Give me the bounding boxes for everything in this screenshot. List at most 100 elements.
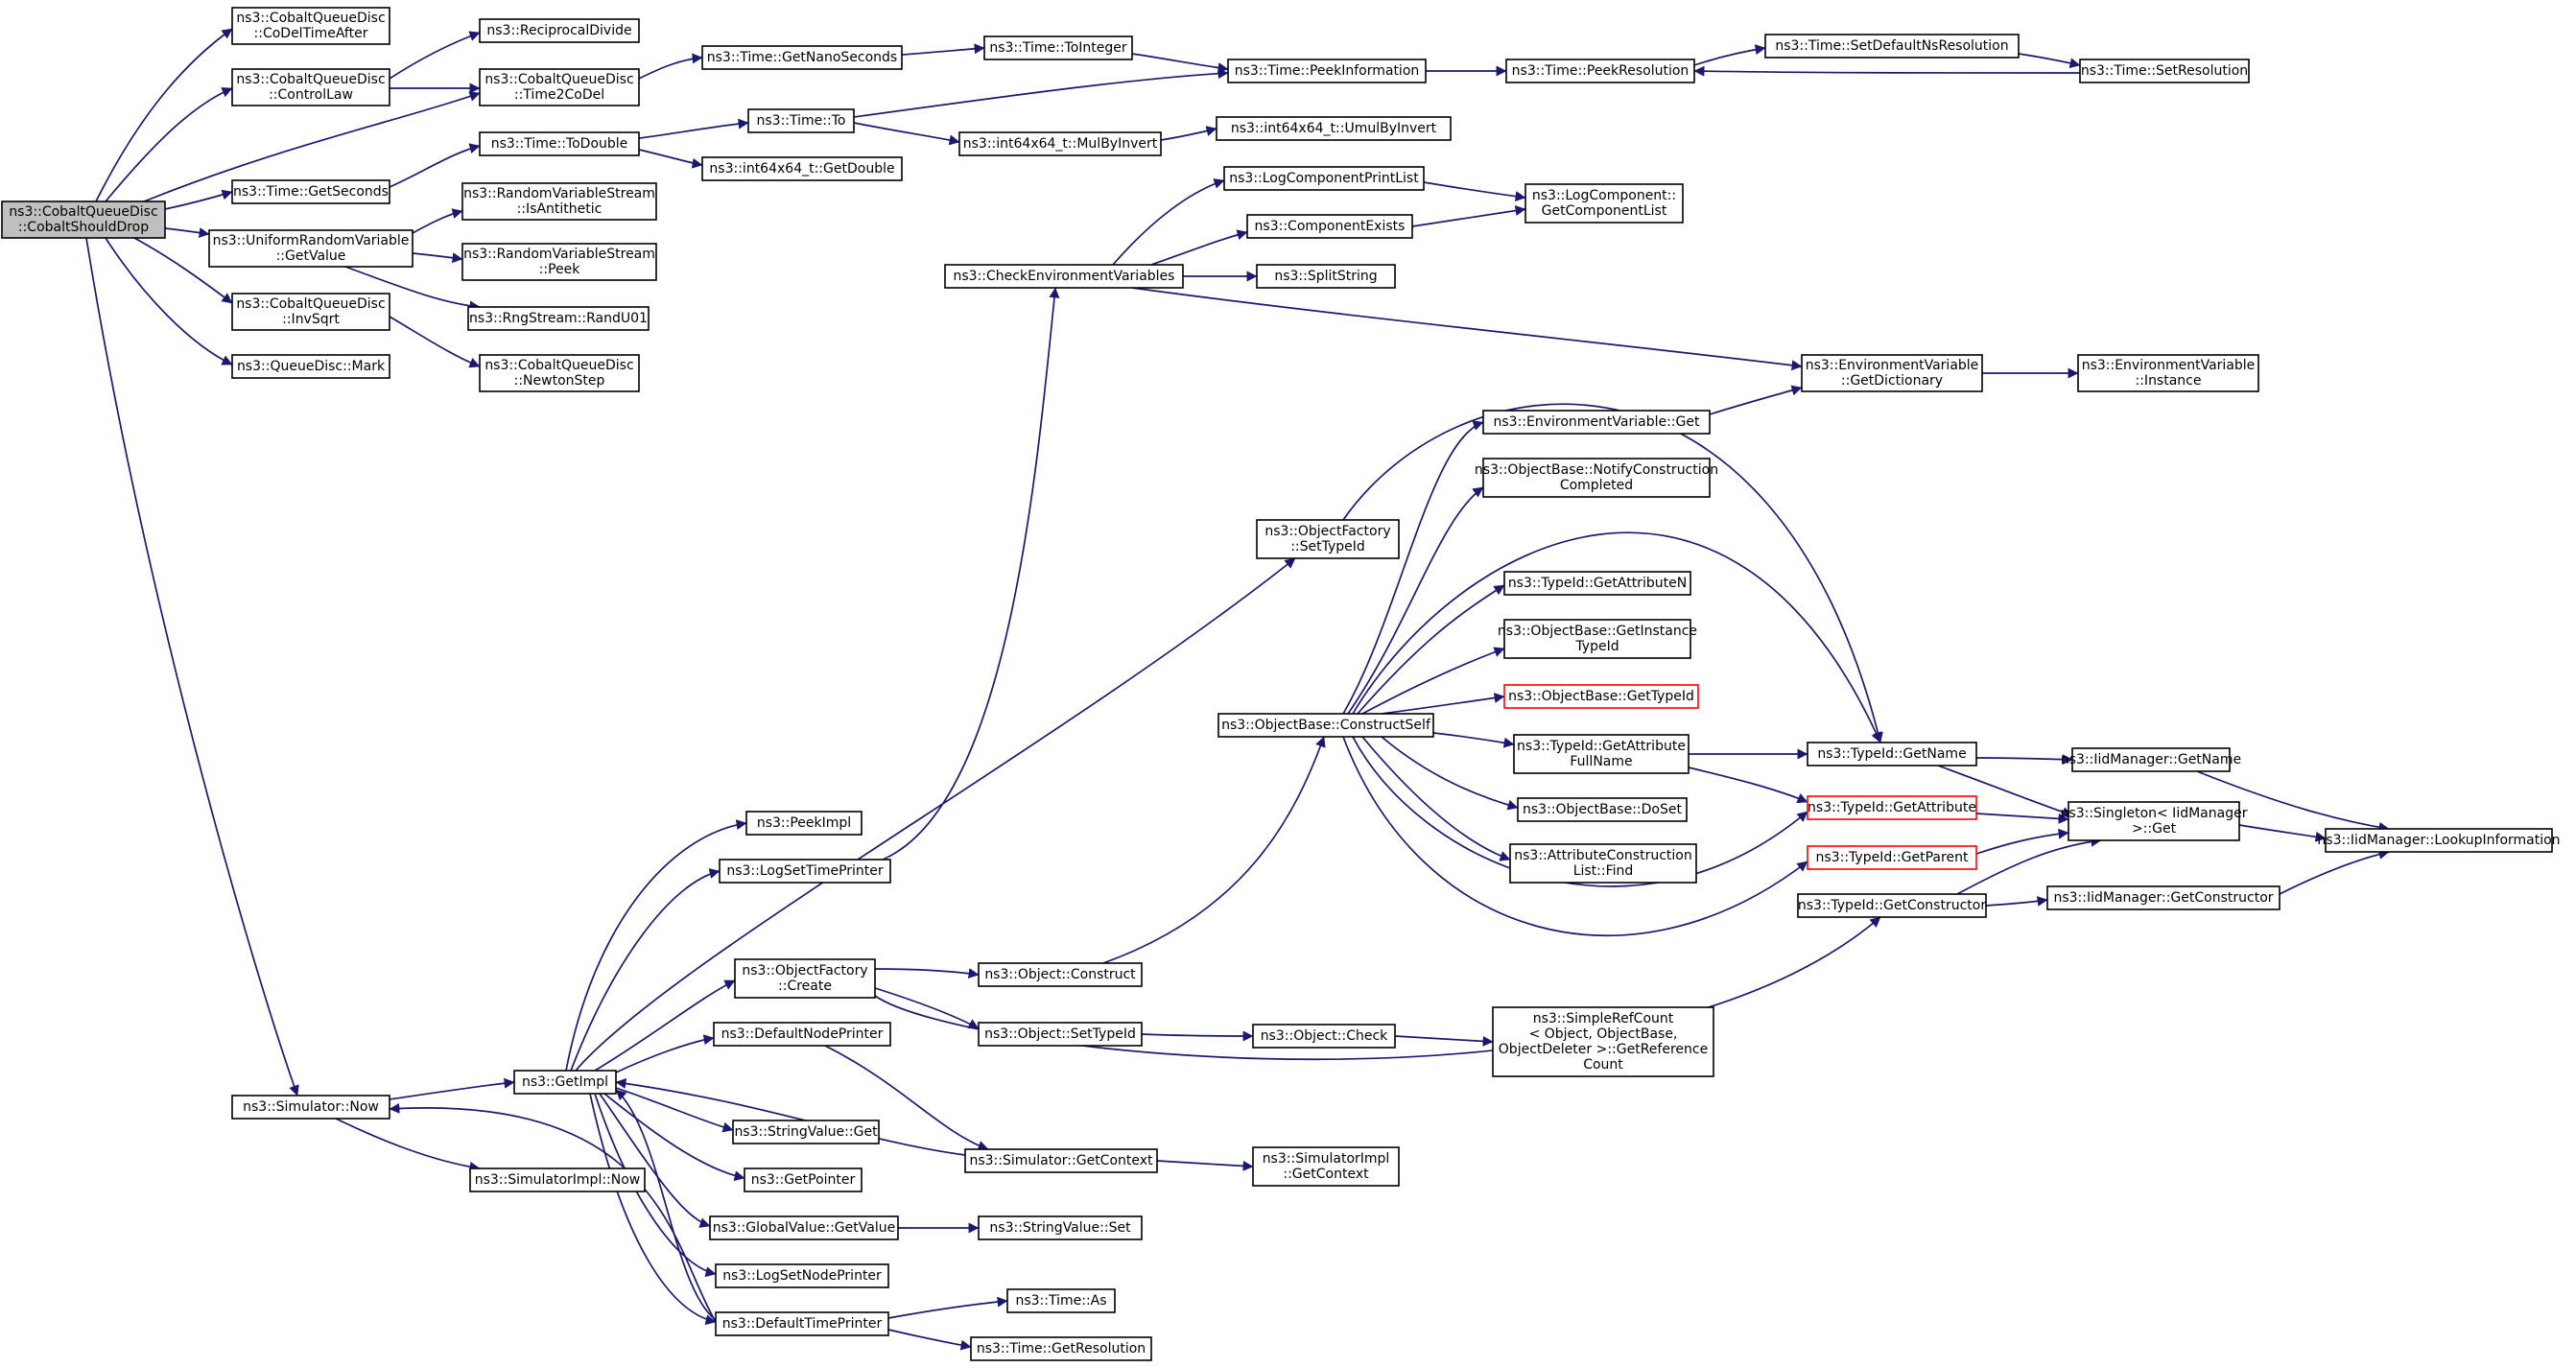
node-time2CoDel[interactable]: ns3::CobaltQueueDisc::Time2CoDel <box>479 68 640 106</box>
node-box[interactable] <box>983 35 1133 60</box>
node-umulByInvert[interactable]: ns3::int64x64_t::UmulByInvert <box>1216 116 1452 141</box>
node-ofCreate[interactable]: ns3::ObjectFactory::Create <box>734 958 876 999</box>
node-box[interactable] <box>958 131 1162 156</box>
node-box[interactable] <box>745 811 863 836</box>
node-setResolution[interactable]: ns3::Time::SetResolution <box>2079 59 2250 83</box>
node-box[interactable] <box>513 1070 617 1095</box>
node-box[interactable] <box>719 859 891 884</box>
node-box[interactable] <box>1482 410 1711 435</box>
node-box[interactable] <box>747 108 855 133</box>
node-splitString[interactable]: ns3::SplitString <box>1256 264 1396 289</box>
node-componentExists[interactable]: ns3::ComponentExists <box>1246 214 1413 239</box>
node-box[interactable] <box>1524 183 1684 224</box>
node-box[interactable] <box>231 68 390 106</box>
node-box[interactable] <box>1503 571 1691 596</box>
node-tidGetConstructor[interactable]: ns3::TypeId::GetConstructor <box>1797 893 1987 918</box>
node-box[interactable] <box>1492 1006 1714 1077</box>
node-box[interactable] <box>2068 801 2240 841</box>
node-getComponentList[interactable]: ns3::LogComponent::GetComponentList <box>1524 183 1684 224</box>
node-box[interactable] <box>701 45 903 70</box>
node-box[interactable] <box>1223 166 1425 191</box>
node-box[interactable] <box>1246 214 1413 239</box>
node-root[interactable]: ns3::CobaltQueueDisc::CobaltShouldDrop <box>1 200 166 239</box>
node-reciprocalDivide[interactable]: ns3::ReciprocalDivide <box>479 18 640 43</box>
node-box[interactable] <box>479 68 640 106</box>
node-peekInformation[interactable]: ns3::Time::PeekInformation <box>1227 59 1427 83</box>
node-box[interactable] <box>479 18 640 43</box>
node-box[interactable] <box>713 1022 891 1047</box>
node-stringValueGet[interactable]: ns3::StringValue::Get <box>732 1120 880 1144</box>
node-box[interactable] <box>1505 59 1695 83</box>
node-box[interactable] <box>701 156 903 181</box>
node-getPointer[interactable]: ns3::GetPointer <box>744 1168 863 1192</box>
node-getSeconds[interactable]: ns3::Time::GetSeconds <box>231 179 390 204</box>
node-box[interactable] <box>970 1336 1152 1361</box>
node-box[interactable] <box>978 1215 1143 1240</box>
node-box[interactable] <box>208 229 414 268</box>
node-box[interactable] <box>1 200 166 239</box>
node-box[interactable] <box>1256 519 1400 559</box>
node-getNanoSeconds[interactable]: ns3::Time::GetNanoSeconds <box>701 45 903 70</box>
node-box[interactable] <box>2325 828 2553 853</box>
node-checkEnvVars[interactable]: ns3::CheckEnvironmentVariables <box>944 264 1184 289</box>
node-box[interactable] <box>461 243 657 281</box>
node-box[interactable] <box>1513 734 1690 774</box>
node-constructSelf[interactable]: ns3::ObjectBase::ConstructSelf <box>1217 713 1434 738</box>
node-box[interactable] <box>978 1022 1143 1047</box>
node-box[interactable] <box>1764 34 2020 59</box>
node-box[interactable] <box>732 1120 880 1144</box>
node-box[interactable] <box>231 179 390 204</box>
node-stringValueSet[interactable]: ns3::StringValue::Set <box>978 1215 1143 1240</box>
node-envGet[interactable]: ns3::EnvironmentVariable::Get <box>1482 410 1711 435</box>
node-setDefaultNsRes[interactable]: ns3::Time::SetDefaultNsResolution <box>1764 34 2020 59</box>
node-peekImpl[interactable]: ns3::PeekImpl <box>745 811 863 836</box>
node-invSqrt[interactable]: ns3::CobaltQueueDisc::InvSqrt <box>231 293 390 331</box>
node-box[interactable] <box>231 1095 390 1120</box>
node-defaultNodePrinter[interactable]: ns3::DefaultNodePrinter <box>713 1022 891 1047</box>
node-box[interactable] <box>964 1148 1158 1173</box>
node-box[interactable] <box>1227 59 1427 83</box>
node-box[interactable] <box>467 306 650 331</box>
node-mulByInvert[interactable]: ns3::int64x64_t::MulByInvert <box>958 131 1162 156</box>
node-box[interactable] <box>715 1311 889 1336</box>
node-box[interactable] <box>1217 713 1434 738</box>
node-box[interactable] <box>479 354 640 392</box>
node-box[interactable] <box>734 958 876 999</box>
node-objSetTypeId[interactable]: ns3::Object::SetTypeId <box>978 1022 1143 1047</box>
node-simNow[interactable]: ns3::Simulator::Now <box>231 1095 390 1120</box>
node-getAttributeN[interactable]: ns3::TypeId::GetAttributeN <box>1503 571 1691 596</box>
node-lookupInfo[interactable]: ns3::IidManager::LookupInformation <box>2317 828 2561 853</box>
node-tidGetParent[interactable]: ns3::TypeId::GetParent <box>1807 845 1977 870</box>
node-box[interactable] <box>1807 795 1977 820</box>
node-box[interactable] <box>1509 843 1697 884</box>
node-objCheck[interactable]: ns3::Object::Check <box>1252 1024 1396 1049</box>
node-objConstruct[interactable]: ns3::Object::Construct <box>978 962 1143 987</box>
node-codelTimeAfter[interactable]: ns3::CobaltQueueDisc::CoDelTimeAfter <box>231 7 390 45</box>
node-box[interactable] <box>1256 264 1396 289</box>
node-box[interactable] <box>1807 845 1977 870</box>
node-box[interactable] <box>1517 797 1688 822</box>
node-simGetContext[interactable]: ns3::Simulator::GetContext <box>964 1148 1158 1173</box>
node-box[interactable] <box>1807 742 1977 767</box>
node-envInstance[interactable]: ns3::EnvironmentVariable::Instance <box>2077 354 2259 392</box>
node-box[interactable] <box>1503 619 1691 659</box>
node-getDouble[interactable]: ns3::int64x64_t::GetDouble <box>701 156 903 181</box>
node-box[interactable] <box>2071 747 2231 772</box>
node-timeAs[interactable]: ns3::Time::As <box>1006 1288 1116 1313</box>
node-box[interactable] <box>461 182 657 221</box>
node-getReferenceCount[interactable]: ns3::SimpleRefCount< Object, ObjectBase,… <box>1492 1006 1714 1077</box>
node-box[interactable] <box>2079 59 2250 83</box>
node-box[interactable] <box>1482 458 1711 498</box>
node-box[interactable] <box>944 264 1184 289</box>
node-singletonGet[interactable]: ns3::Singleton< IidManager>::Get <box>2061 801 2248 841</box>
node-box[interactable] <box>231 354 390 379</box>
node-box[interactable] <box>1503 684 1699 709</box>
node-toDouble[interactable]: ns3::Time::ToDouble <box>479 131 640 156</box>
node-tidGetAttribute[interactable]: ns3::TypeId::GetAttribute <box>1807 795 1977 820</box>
node-box[interactable] <box>231 7 390 45</box>
node-logSetNodePrinter[interactable]: ns3::LogSetNodePrinter <box>715 1263 889 1288</box>
node-globalValueGetValue[interactable]: ns3::GlobalValue::GetValue <box>709 1215 899 1240</box>
